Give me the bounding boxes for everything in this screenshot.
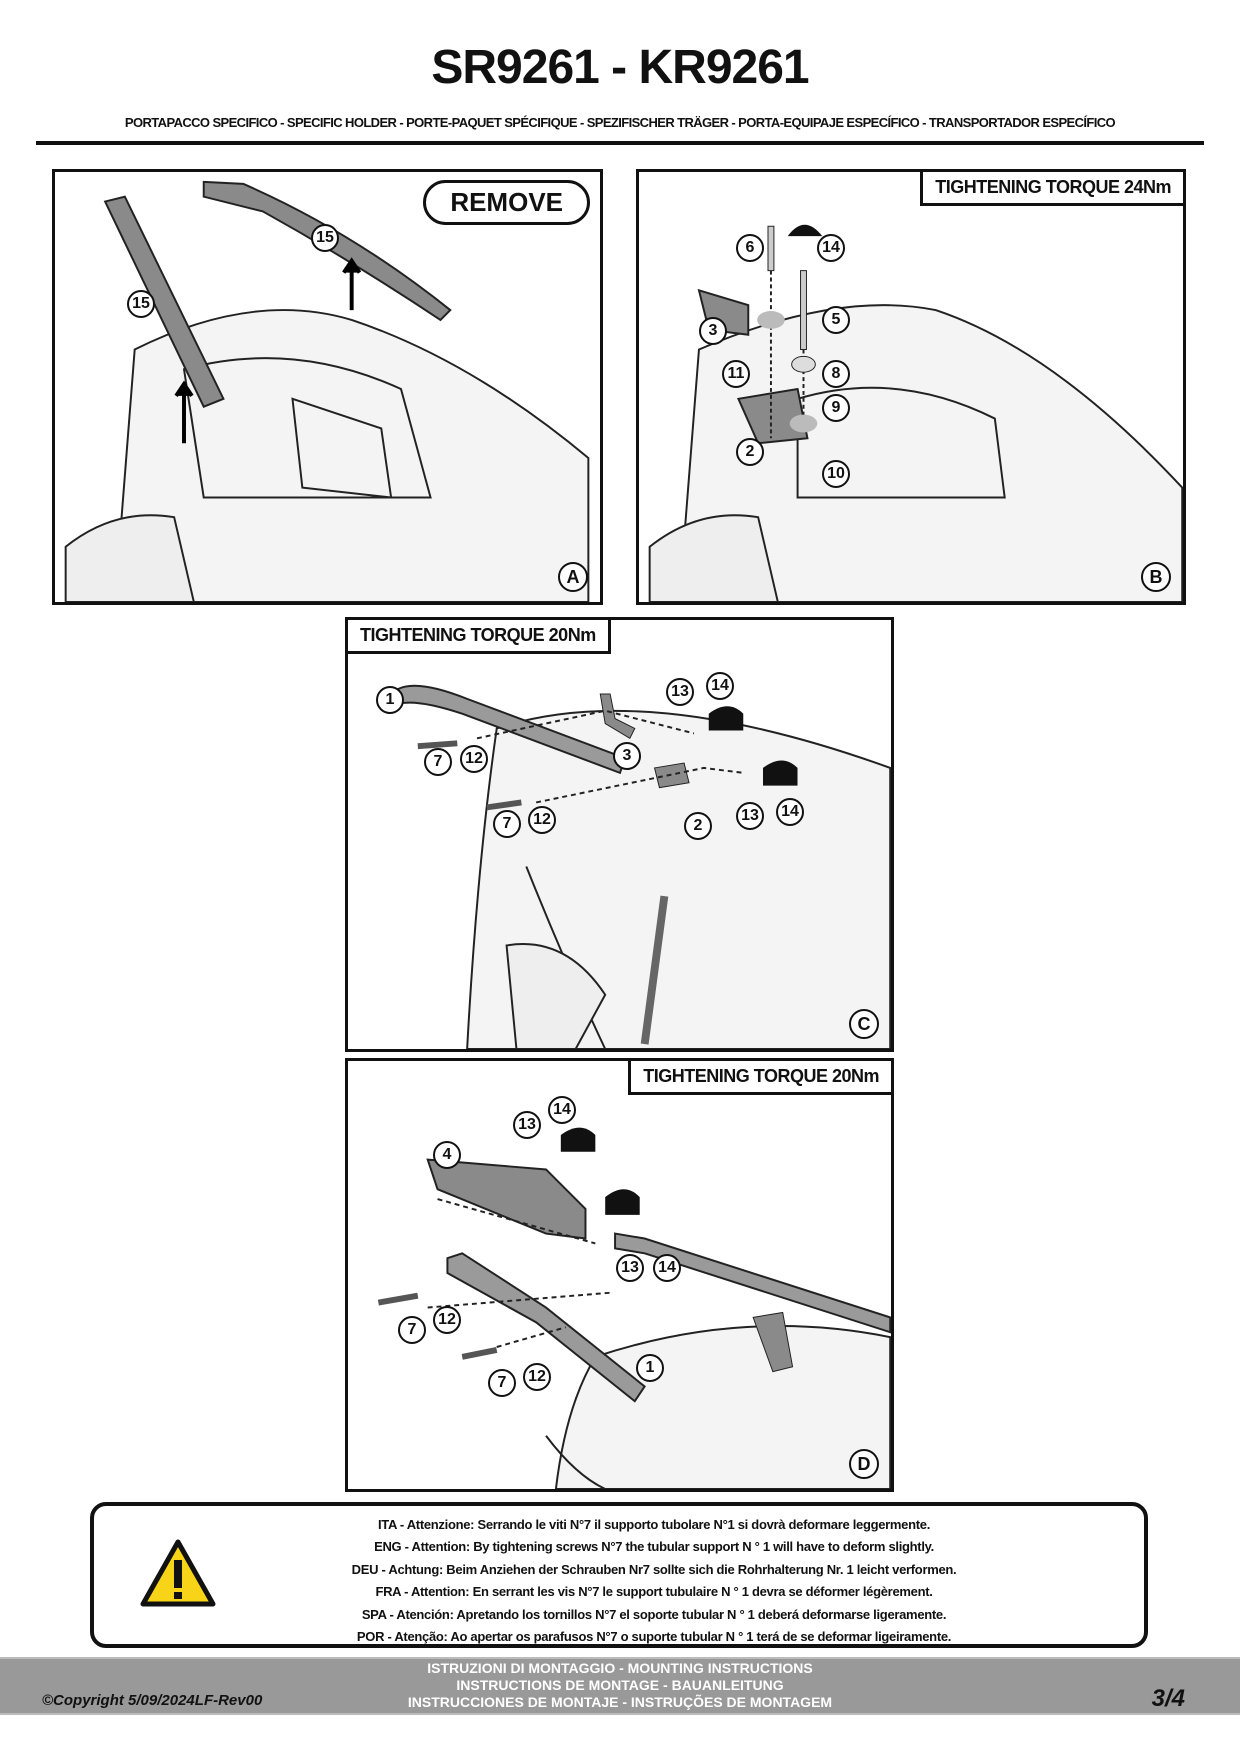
header-divider — [36, 141, 1204, 145]
callout-3: 3 — [699, 317, 727, 345]
callout-12: 12 — [523, 1363, 551, 1391]
warning-triangle-icon — [140, 1539, 216, 1607]
callout-14: 14 — [548, 1096, 576, 1124]
callout-13: 13 — [513, 1111, 541, 1139]
callout-3: 3 — [613, 742, 641, 770]
callout-13: 13 — [666, 678, 694, 706]
warning-line-por: POR - Atenção: Ao apertar os parafusos N… — [356, 1629, 952, 1645]
callout-7: 7 — [398, 1316, 426, 1344]
callout-14: 14 — [706, 672, 734, 700]
copyright: ©Copyright 5/09/2024LF-Rev00 — [42, 1692, 263, 1709]
torque-label: TIGHTENING TORQUE 24Nm — [920, 172, 1183, 206]
warning-line-fra: FRA - Attention: En serrant les vis N°7 … — [375, 1584, 933, 1600]
callout-5: 5 — [822, 306, 850, 334]
panel-letter: D — [849, 1449, 879, 1479]
torque-label: TIGHTENING TORQUE 20Nm — [628, 1061, 891, 1095]
callout-10: 10 — [822, 460, 850, 488]
callout-7: 7 — [488, 1369, 516, 1397]
bracket-mounting-illustration — [648, 224, 1183, 602]
callout-1: 1 — [376, 686, 404, 714]
callout-14: 14 — [776, 798, 804, 826]
callout-12: 12 — [528, 806, 556, 834]
callout-7: 7 — [493, 810, 521, 838]
panel-letter: C — [849, 1009, 879, 1039]
callout-8: 8 — [822, 360, 850, 388]
callout-2: 2 — [736, 438, 764, 466]
warning-line-ita: ITA - Attenzione: Serrando le viti N°7 i… — [377, 1517, 931, 1532]
footer-line: INSTRUCCIONES DE MONTAJE - INSTRUÇÕES DE… — [407, 1694, 833, 1710]
footer: ©Copyright 5/09/2024LF-Rev00 ISTRUZIONI … — [0, 1657, 1240, 1715]
panel-c: TIGHTENING TORQUE 20Nm 1 13 14 7 12 3 7 … — [345, 617, 894, 1052]
callout-15: 15 — [311, 224, 339, 252]
callout-4: 4 — [433, 1141, 461, 1169]
page-number: 3/4 — [1151, 1685, 1185, 1712]
callout-14: 14 — [817, 234, 845, 262]
callout-15: 15 — [127, 290, 155, 318]
callout-7: 7 — [424, 748, 452, 776]
callout-2: 2 — [684, 812, 712, 840]
warning-line-eng: ENG - Attention: By tightening screws N°… — [374, 1539, 934, 1555]
plate-mounting-illustration — [377, 1127, 891, 1489]
callout-11: 11 — [722, 360, 750, 388]
callout-12: 12 — [433, 1306, 461, 1334]
footer-line: INSTRUCTIONS DE MONTAGE - BAUANLEITUNG — [456, 1677, 784, 1693]
warning-box: ITA - Attenzione: Serrando le viti N°7 i… — [90, 1502, 1148, 1648]
callout-14: 14 — [653, 1254, 681, 1282]
panel-letter: A — [558, 562, 588, 592]
torque-label: TIGHTENING TORQUE 20Nm — [348, 620, 611, 654]
panel-letter: B — [1141, 562, 1171, 592]
callout-1: 1 — [636, 1354, 664, 1382]
page-title: SR9261 - KR9261 — [431, 41, 809, 94]
callout-13: 13 — [616, 1254, 644, 1282]
panel-a: REMOVE 15 15 A — [52, 169, 603, 605]
panel-d: TIGHTENING TORQUE 20Nm 14 13 4 13 14 12 … — [345, 1058, 894, 1492]
warning-line-deu: DEU - Achtung: Beim Anziehen der Schraub… — [351, 1561, 957, 1577]
callout-6: 6 — [736, 234, 764, 262]
callout-9: 9 — [822, 394, 850, 422]
remove-label: REMOVE — [423, 180, 590, 225]
panel-b: TIGHTENING TORQUE 24Nm 6 14 3 5 11 8 9 2… — [636, 169, 1186, 605]
callout-12: 12 — [460, 745, 488, 773]
footer-line: ISTRUZIONI DI MONTAGGIO - MOUNTING INSTR… — [427, 1660, 813, 1676]
callout-13: 13 — [736, 802, 764, 830]
page-subtitle: PORTAPACCO SPECIFICO - SPECIFIC HOLDER -… — [124, 115, 1116, 130]
tubular-support-illustration — [397, 684, 891, 1049]
warning-line-spa: SPA - Atención: Apretando los tornillos … — [361, 1606, 947, 1622]
motorcycle-rear-illustration — [64, 180, 590, 602]
